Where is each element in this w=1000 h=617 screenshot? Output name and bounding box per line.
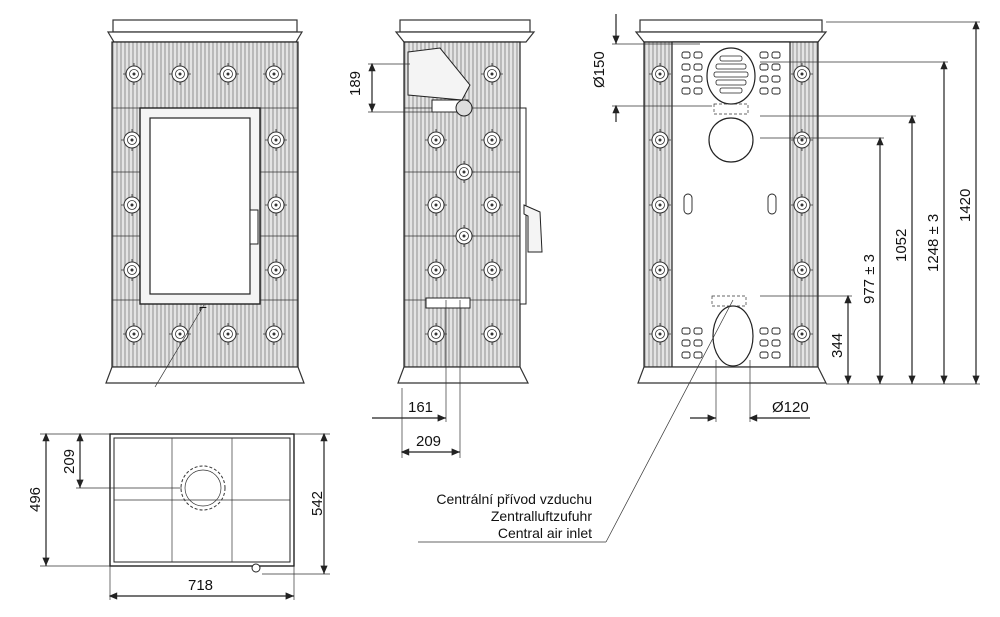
side-top-cap (399, 19, 531, 33)
top-view: 496 209 542 718 (27, 432, 330, 600)
dim-1052: 1052 (893, 229, 910, 262)
dim-161: 161 (408, 399, 433, 416)
back-opening (708, 117, 754, 163)
air-inlet-label: Centrální přívod vzduchu Zentralluftzufu… (436, 491, 592, 541)
dim-542: 542 (309, 491, 326, 516)
dim-top-209: 209 (61, 449, 78, 474)
dim-496: 496 (27, 487, 44, 512)
dim-1248: 1248 ± 3 (925, 214, 942, 272)
dim-718: 718 (188, 577, 213, 594)
back-base (637, 366, 827, 384)
svg-text:⌐: ⌐ (199, 299, 207, 315)
front-base (105, 366, 305, 384)
dim-1420: 1420 (957, 189, 974, 222)
top-flue-circle (180, 465, 226, 511)
dim-977: 977 ± 3 (861, 254, 878, 304)
front-door-glass (149, 117, 251, 295)
label-en: Central air inlet (498, 525, 592, 541)
label-de: Zentralluftzufuhr (491, 508, 592, 524)
label-cs: Centrální přívod vzduchu (436, 491, 592, 507)
dim-189: 189 (347, 71, 364, 96)
side-view: 189 161 209 (347, 19, 543, 458)
back-top-cap (639, 19, 823, 33)
dim-inlet-diameter: Ø120 (772, 399, 809, 416)
dim-344: 344 (829, 333, 846, 358)
side-handle (523, 204, 543, 253)
dim-flue-diameter: Ø150 (591, 51, 608, 88)
back-view: Ø150 1420 1248 ± 3 1052 977 ± 3 344 Ø120 (418, 14, 980, 543)
side-base (397, 366, 529, 384)
front-view: ⌐ (105, 19, 305, 388)
dim-side-209: 209 (416, 433, 441, 450)
air-inlet (712, 305, 754, 367)
front-top-cap (112, 19, 298, 33)
top-handle-knob (251, 563, 261, 573)
